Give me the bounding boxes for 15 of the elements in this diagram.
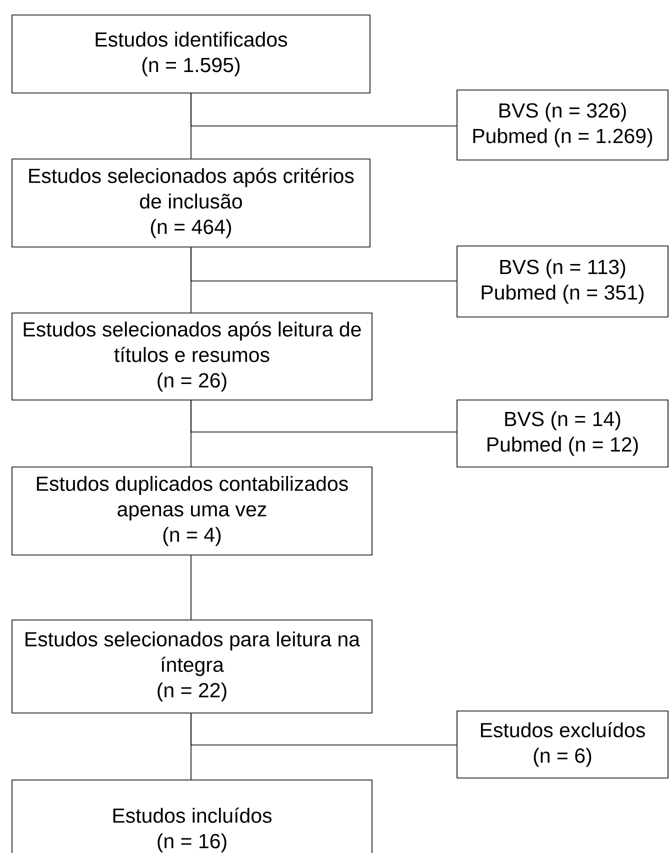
flow-box: Estudos incluídos (n = 16) [12, 780, 372, 853]
flow-box: Estudos selecionados após leitura de títulos e resumos (n = 26) [12, 312, 372, 400]
flow-box: Estudos selecionados para leitura na íntegra (n = 22) [12, 620, 372, 714]
connector-line [190, 713, 457, 746]
flow-box: BVS (n = 326) Pubmed (n = 1.269) [456, 90, 668, 160]
flow-box: Estudos selecionados após critérios de inclusão (n = 464) [12, 158, 370, 248]
flow-box: Estudos identificados (n = 1.595) [12, 14, 370, 94]
connector-line [190, 400, 457, 432]
connector-line [190, 93, 457, 126]
flow-box: Estudos duplicados contabilizados apenas uma vez (n = 4) [12, 466, 372, 556]
connector-line [190, 555, 192, 620]
flow-box: Estudos excluídos (n = 6) [456, 710, 668, 778]
flow-box: BVS (n = 113) Pubmed (n = 351) [456, 246, 668, 318]
flow-box: BVS (n = 14) Pubmed (n = 12) [456, 400, 668, 468]
connector-line [190, 246, 457, 282]
